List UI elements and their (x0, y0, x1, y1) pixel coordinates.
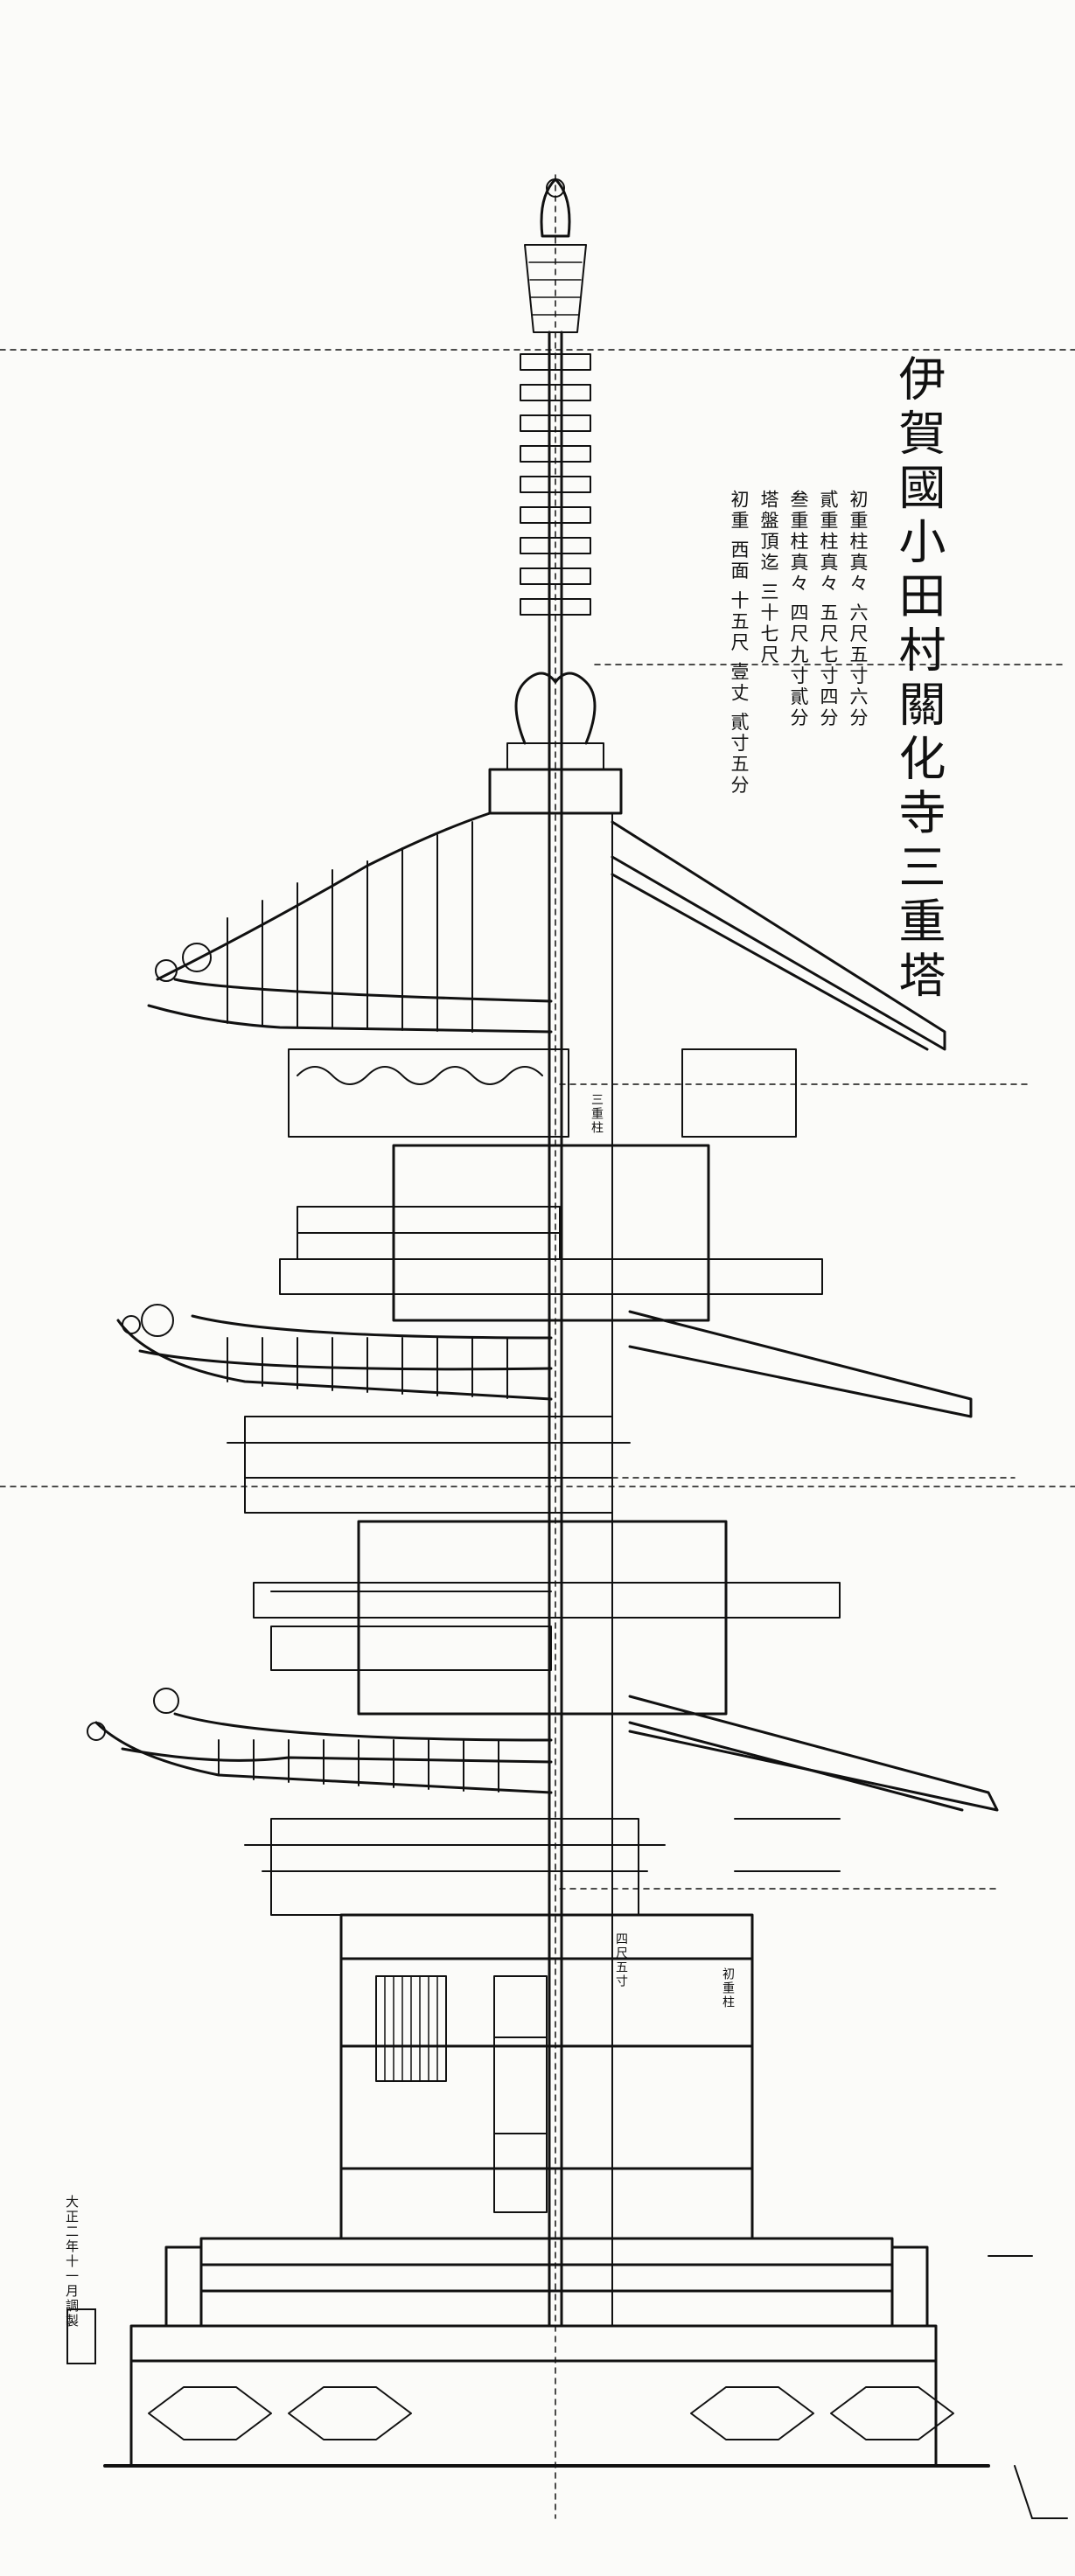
seal-stamp (66, 2308, 96, 2364)
second-bracket-set (244, 1416, 613, 1514)
first-eave-edge (94, 1721, 553, 1794)
top-eave-edge (147, 1004, 553, 1034)
section-label-upper: 三重柱 (590, 1093, 604, 1135)
dimension-note-2: 貳重柱真々 五尺七寸四分 (818, 490, 839, 729)
section-label-middle: 四尺五寸 (614, 1932, 628, 1988)
drawing-title: 伊賀國小田村關化寺三重塔 (890, 354, 946, 1005)
date-stamp: 大正二年十一月調製 (64, 2195, 80, 2329)
first-bracket-set (270, 1818, 639, 1916)
dimension-note-1: 初重柱真々 六尺五寸六分 (848, 490, 869, 729)
panel-door (493, 1975, 548, 2213)
dimension-lines (0, 174, 1075, 2519)
section-label-lower: 初重柱 (721, 1967, 735, 2009)
veranda (199, 2237, 894, 2328)
water-flame (524, 244, 587, 333)
top-eave-section (611, 820, 946, 1051)
top-bracket-set (288, 1048, 569, 1138)
dimension-note-4: 塔盤頂迄 三十七尺 (758, 490, 779, 666)
dimension-note-5: 初重 西面 十五尺 壹丈 貳寸五分 (729, 490, 750, 797)
second-eave-edge (116, 1319, 553, 1401)
stone-podium (129, 2324, 938, 2468)
hexagonal-stones (148, 2386, 954, 2440)
dimension-note-3: 叁重柱真々 四尺九寸貳分 (788, 490, 809, 729)
top-roof-curve (156, 811, 492, 981)
second-eave-section (628, 1310, 973, 1418)
